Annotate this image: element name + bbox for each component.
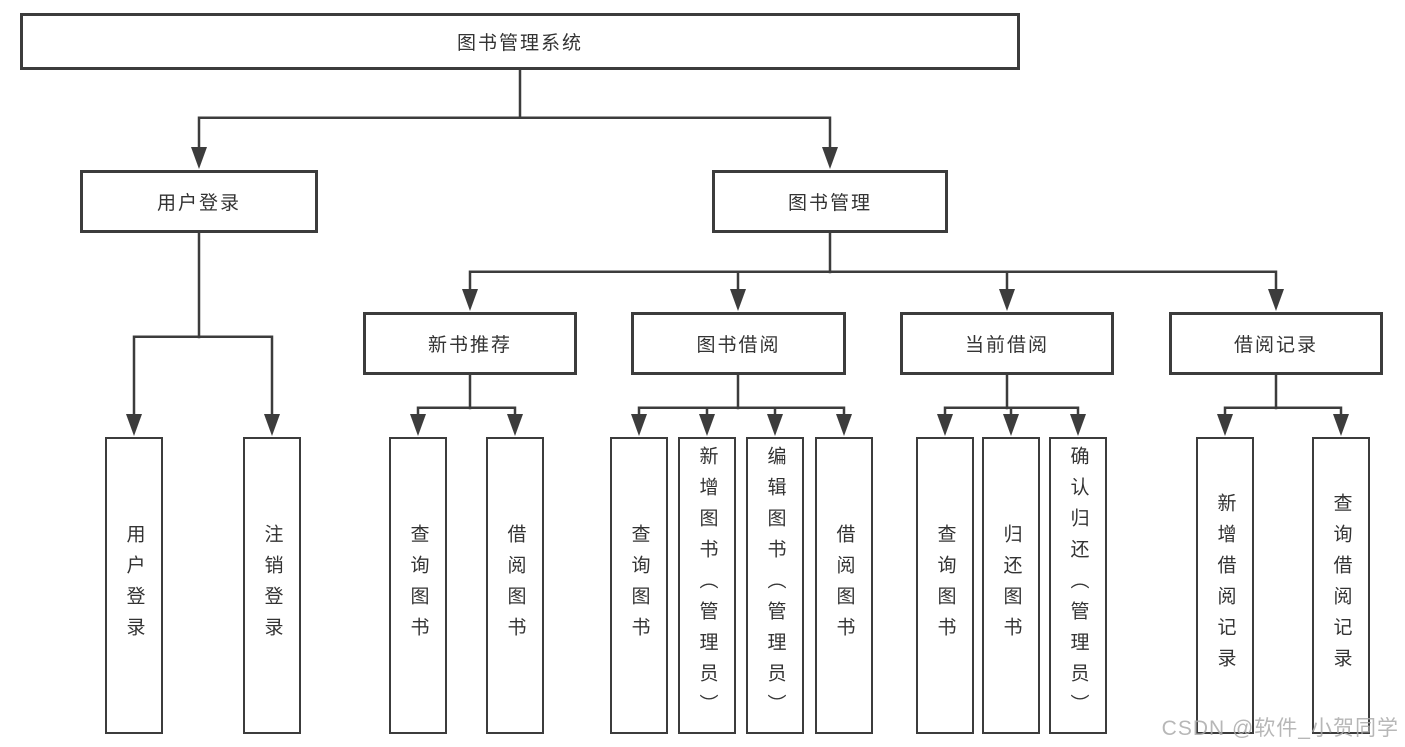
leaf-bb-add-book-admin: 新增图书（管理员） (678, 437, 736, 734)
node-root-label: 图书管理系统 (456, 33, 583, 54)
node-book-management-label: 图书管理 (787, 193, 872, 214)
node-book-borrow: 图书借阅 (631, 312, 846, 375)
leaf-br-add-record-label: 新增借阅记录 (1214, 492, 1236, 679)
node-current-borrow-label: 当前借阅 (964, 335, 1049, 356)
node-new-book-recommend-label: 新书推荐 (427, 335, 512, 356)
leaf-logout: 注销登录 (243, 437, 301, 734)
arrowhead-icons (126, 147, 1349, 436)
node-borrow-records: 借阅记录 (1169, 312, 1383, 375)
leaf-nb-query-book: 查询图书 (389, 437, 447, 734)
leaf-cb-query-book: 查询图书 (916, 437, 974, 734)
leaf-nb-query-book-label: 查询图书 (407, 523, 429, 648)
leaf-br-query-record: 查询借阅记录 (1312, 437, 1370, 734)
leaf-user-login: 用户登录 (105, 437, 163, 734)
leaf-br-query-record-label: 查询借阅记录 (1330, 492, 1352, 679)
leaf-bb-query-book-label: 查询图书 (628, 523, 650, 648)
leaf-cb-query-book-label: 查询图书 (934, 523, 956, 648)
leaf-nb-borrow-book-label: 借阅图书 (504, 523, 526, 648)
node-borrow-records-label: 借阅记录 (1233, 335, 1318, 356)
node-book-management: 图书管理 (712, 170, 948, 233)
node-book-borrow-label: 图书借阅 (696, 335, 781, 356)
leaf-bb-borrow-book: 借阅图书 (815, 437, 873, 734)
leaf-bb-add-book-admin-label: 新增图书（管理员） (696, 446, 718, 725)
leaf-user-login-label: 用户登录 (123, 523, 145, 648)
node-root: 图书管理系统 (20, 13, 1020, 70)
leaf-bb-borrow-book-label: 借阅图书 (833, 523, 855, 648)
leaf-nb-borrow-book: 借阅图书 (486, 437, 544, 734)
leaf-bb-edit-book-admin-label: 编辑图书（管理员） (764, 446, 786, 725)
leaf-bb-query-book: 查询图书 (610, 437, 668, 734)
leaf-cb-return-book: 归还图书 (982, 437, 1040, 734)
leaf-cb-confirm-return-admin-label: 确认归还（管理员） (1067, 446, 1089, 725)
node-user-login: 用户登录 (80, 170, 318, 233)
leaf-bb-edit-book-admin: 编辑图书（管理员） (746, 437, 804, 734)
node-user-login-label: 用户登录 (156, 193, 241, 214)
node-current-borrow: 当前借阅 (900, 312, 1114, 375)
leaf-cb-return-book-label: 归还图书 (1000, 523, 1022, 648)
leaf-br-add-record: 新增借阅记录 (1196, 437, 1254, 734)
node-new-book-recommend: 新书推荐 (363, 312, 577, 375)
leaf-logout-label: 注销登录 (261, 523, 283, 648)
leaf-cb-confirm-return-admin: 确认归还（管理员） (1049, 437, 1107, 734)
